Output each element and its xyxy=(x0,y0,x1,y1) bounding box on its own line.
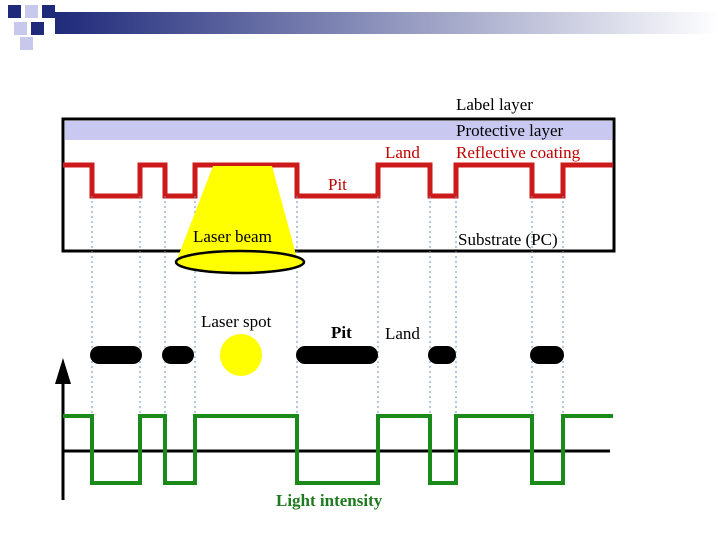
light-intensity-signal xyxy=(63,414,613,485)
disc-frame xyxy=(61,117,616,253)
laser-beam-cone xyxy=(176,166,298,262)
pit-mid-label: Pit xyxy=(331,323,352,342)
laser-spot-label: Laser spot xyxy=(201,312,272,331)
protective-layer-label: Protective layer xyxy=(456,121,563,140)
disc-cross-section xyxy=(61,117,616,253)
reflective-coating-line xyxy=(63,162,613,199)
reflective-coating-label: Reflective coating xyxy=(456,143,581,162)
square-bullet-icon xyxy=(8,5,55,50)
signal-graph xyxy=(55,358,613,500)
pit-track xyxy=(90,334,564,376)
pit-mark xyxy=(296,346,378,364)
pit-top-label: Pit xyxy=(328,175,347,194)
pit-mark xyxy=(90,346,142,364)
light-intensity-label: Light intensity xyxy=(276,491,383,510)
laser-beam xyxy=(174,166,306,275)
header-gradient-bar xyxy=(55,12,720,34)
land-top-label: Land xyxy=(385,143,420,162)
laser-spot xyxy=(220,334,262,376)
pit-mark xyxy=(428,346,456,364)
laser-beam-label: Laser beam xyxy=(193,227,272,246)
laser-beam-lens xyxy=(174,249,306,275)
pit-mark xyxy=(162,346,194,364)
up-arrow-icon xyxy=(55,358,71,500)
land-mid-label: Land xyxy=(385,324,420,343)
protective-layer-band xyxy=(65,121,612,140)
pit-mark xyxy=(530,346,564,364)
slide-header xyxy=(8,5,720,50)
label-layer-label: Label layer xyxy=(456,95,533,114)
substrate-label: Substrate (PC) xyxy=(458,230,558,249)
